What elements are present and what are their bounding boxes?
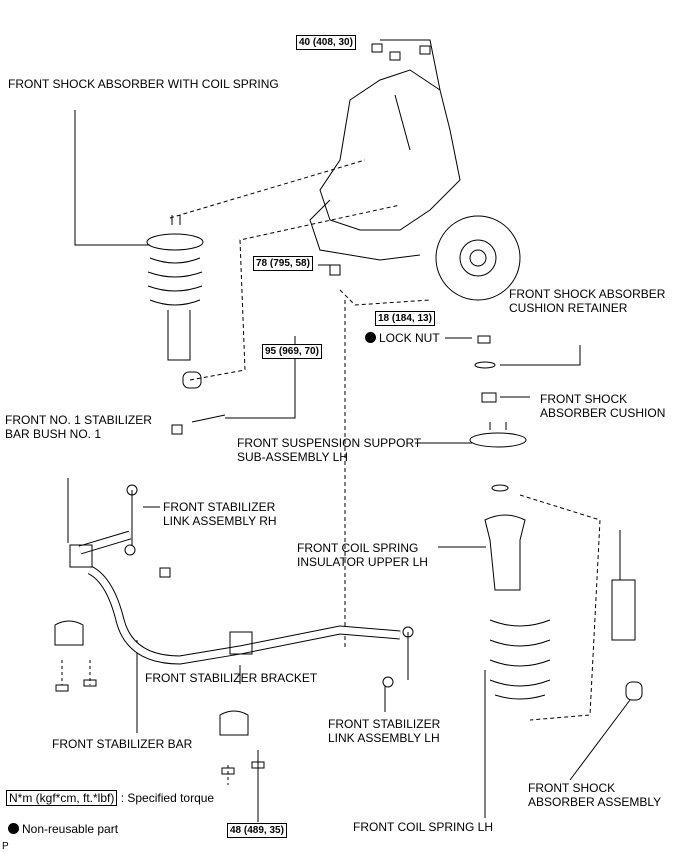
corner-mark: P: [2, 841, 9, 852]
torque-spec-18: 18 (184, 13): [375, 311, 435, 326]
torque-spec-95: 95 (969, 70): [262, 344, 322, 359]
label-coil-spring-lh: FRONT COIL SPRING LH: [353, 820, 494, 834]
legend-torque: N*m (kgf*cm, ft.*lbf) : Specified torque: [6, 790, 214, 806]
label-stabilizer-bracket: FRONT STABILIZER BRACKET: [145, 671, 318, 685]
stabilizer-bar-drawing: [69, 484, 414, 688]
non-reusable-dot-icon: [365, 332, 376, 343]
label-front-shock-with-coil-spring: FRONT SHOCK ABSORBER WITH COIL SPRING: [8, 77, 279, 91]
steering-knuckle-drawing: [309, 39, 521, 301]
legend-non-reusable: Non-reusable part: [8, 822, 118, 836]
label-lock-nut: LOCK NUT: [365, 331, 440, 345]
torque-spec-48: 48 (489, 35): [227, 823, 287, 838]
non-reusable-dot-icon: [8, 823, 19, 834]
torque-spec-40: 40 (408, 30): [296, 35, 356, 50]
label-stabilizer-bar: FRONT STABILIZER BAR: [52, 737, 193, 751]
torque-spec-78: 78 (795, 58): [253, 256, 313, 271]
shock-with-spring-drawing: [146, 215, 204, 389]
